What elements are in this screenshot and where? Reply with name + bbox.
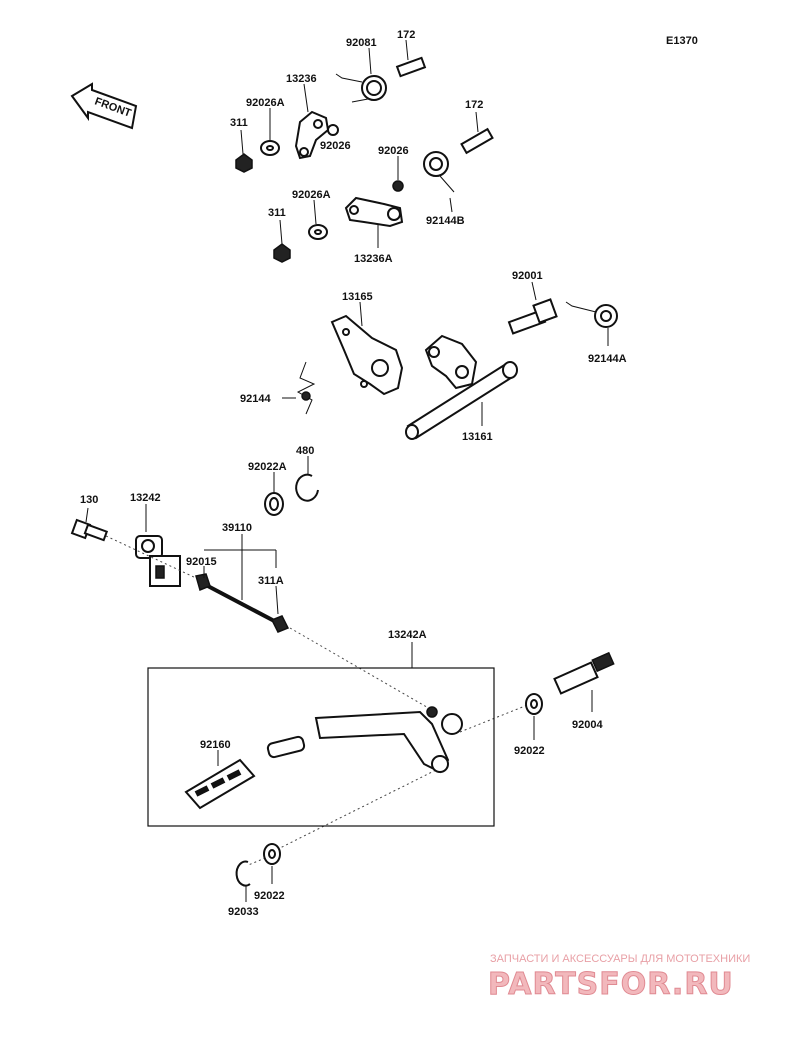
label-92001: 92001 <box>512 270 543 282</box>
label-92022-right: 92022 <box>514 745 545 757</box>
label-39110: 39110 <box>222 522 252 534</box>
label-92081: 92081 <box>346 37 377 49</box>
spring-92144A <box>565 301 618 328</box>
label-13236A: 13236A <box>354 253 393 265</box>
washer-92022-bottom <box>263 843 281 865</box>
spring-92144B <box>423 151 455 193</box>
label-92026A-low: 92026A <box>292 189 331 201</box>
shaft-13161 <box>405 334 518 440</box>
washer-92022-right <box>525 693 543 715</box>
pin-172-top <box>395 56 427 78</box>
watermark: ЗАПЧАСТИ И АКСЕССУАРЫ ДЛЯ МОТОТЕХНИКИ PA… <box>488 953 751 1003</box>
nut-311-top <box>235 153 253 173</box>
label-13161: 13161 <box>462 431 493 443</box>
spring-92144 <box>296 361 316 415</box>
label-13242A: 13242A <box>388 629 427 641</box>
assembly-box-13242A <box>147 667 495 827</box>
label-92144A: 92144A <box>588 353 627 365</box>
spring-92081 <box>335 73 387 103</box>
plate-13165 <box>330 314 404 396</box>
label-92015: 92015 <box>186 556 217 568</box>
circlip-480 <box>295 473 319 502</box>
label-92144B: 92144B <box>426 215 465 227</box>
label-13165: 13165 <box>342 291 373 303</box>
lever-13236A <box>344 196 404 228</box>
label-13242: 13242 <box>130 492 161 504</box>
washer-92026A-low <box>308 224 328 240</box>
label-311-top: 311 <box>230 117 248 129</box>
rod-39110 <box>195 573 290 633</box>
label-172-top: 172 <box>397 29 415 41</box>
label-311-low: 311 <box>268 207 286 219</box>
rodend-13242 <box>135 535 181 587</box>
label-92022A: 92022A <box>248 461 287 473</box>
shift-pedal-13242A <box>266 706 463 774</box>
bolt-130 <box>70 518 109 542</box>
label-172-right: 172 <box>465 99 483 111</box>
bolt-92004 <box>553 651 615 695</box>
label-311A: 311A <box>258 575 284 587</box>
front-arrow-icon: FRONT <box>70 82 138 130</box>
label-92144: 92144 <box>240 393 271 405</box>
label-92004: 92004 <box>572 719 603 731</box>
bolt-92001 <box>507 298 558 335</box>
washer-92026A-top <box>260 140 280 156</box>
label-92160: 92160 <box>200 739 231 751</box>
nut-311-low <box>273 243 291 263</box>
label-92022-bottom: 92022 <box>254 890 285 902</box>
circlip-92033 <box>235 860 251 887</box>
rubber-92160 <box>184 758 256 810</box>
label-92026A-top: 92026A <box>246 97 285 109</box>
label-480: 480 <box>296 445 314 457</box>
diagram-code: E1370 <box>666 35 698 47</box>
washer-92026-top <box>327 124 339 136</box>
watermark-caption: ЗАПЧАСТИ И АКСЕССУАРЫ ДЛЯ МОТОТЕХНИКИ <box>490 953 750 965</box>
lever-13236 <box>294 110 330 160</box>
label-13236: 13236 <box>286 73 317 85</box>
watermark-logo: PARTSFOR.RU <box>488 967 734 1002</box>
washer-92026-mid <box>392 180 404 192</box>
label-130: 130 <box>80 494 98 506</box>
washer-92022A <box>264 492 284 516</box>
pin-172-right <box>460 127 494 155</box>
label-92033: 92033 <box>228 906 259 918</box>
label-92026-mid: 92026 <box>378 145 409 157</box>
label-92026-top: 92026 <box>320 140 351 152</box>
